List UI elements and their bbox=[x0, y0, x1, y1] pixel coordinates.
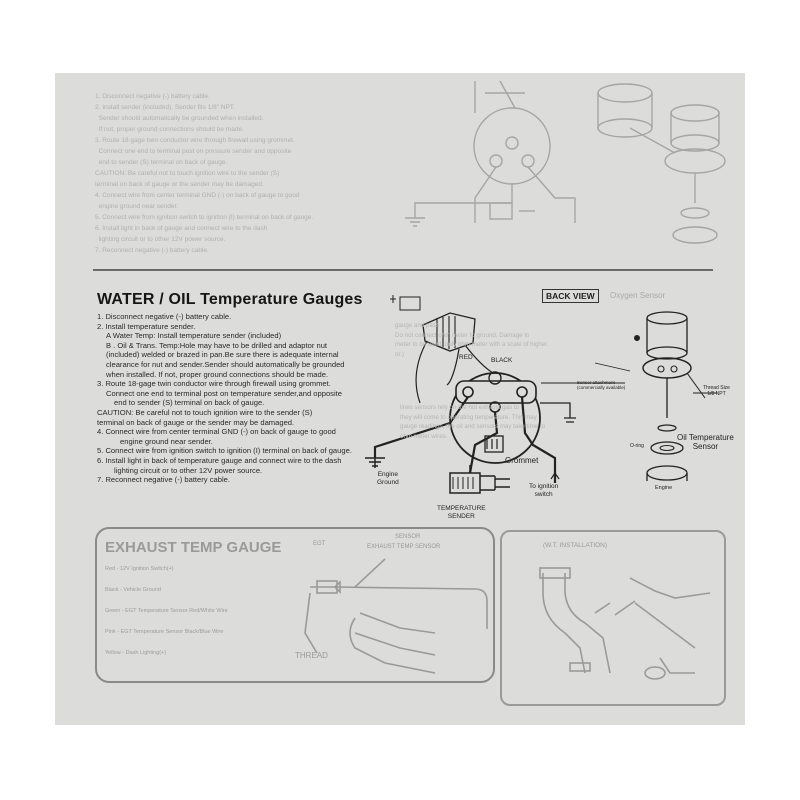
bleed-through-text-2: lines sensors rely on the hot exhaust ga… bbox=[400, 404, 546, 440]
engine-label: Engine bbox=[655, 485, 673, 491]
instruction-steps: 1. Disconnect negative (-) battery cable… bbox=[97, 312, 407, 485]
installation-section-frame bbox=[500, 530, 726, 706]
step-line: (included) welded or brazed in pan.Be su… bbox=[106, 350, 339, 360]
wire-item: Green - EGT Temperature Sensor Red/White… bbox=[105, 608, 228, 614]
ignition-switch-label: To ignition switch bbox=[529, 483, 559, 498]
grommet-label: Grommet bbox=[505, 456, 539, 465]
step-line: clearance for nut and sender.Sender shou… bbox=[106, 359, 345, 369]
installation-title: (W.T. INSTALLATION) bbox=[543, 542, 608, 549]
exhaust-section-frame bbox=[95, 527, 495, 683]
sensor-attachment-label: Sensor attachment (commercially availabl… bbox=[577, 380, 626, 390]
step-line: 4. Connect wire from center terminal GND… bbox=[97, 427, 336, 437]
black-wire-label: BLACK bbox=[491, 357, 513, 364]
engine-ground-label: Engine Ground bbox=[377, 471, 399, 486]
exhaust-diagram bbox=[304, 558, 711, 680]
exhaust-wire-list: Red - 12V Ignition Switch(+) Black - Veh… bbox=[105, 559, 228, 664]
egt-label: EGT bbox=[313, 541, 326, 547]
step-line: terminal on back of gauge or the sender … bbox=[97, 417, 295, 427]
wire-item: Pink - EGT Temperature Sensor Black/Blue… bbox=[105, 629, 224, 635]
wiring-diagrams bbox=[304, 80, 726, 680]
oil-temp-sensor-label: Oil Temperature Sensor bbox=[677, 433, 734, 451]
section-divider bbox=[93, 269, 713, 271]
faded-top-instructions: 1. Disconnect negative (-) battery cable… bbox=[95, 93, 314, 254]
wire-item: Red - 12V Ignition Switch(+) bbox=[105, 566, 174, 572]
wire-item: Yellow - Dash Lighting(+) bbox=[105, 650, 167, 656]
faded-top-diagram bbox=[405, 80, 726, 244]
back-view-label: BACK VIEW bbox=[542, 289, 599, 303]
red-wire-label: RED bbox=[459, 354, 473, 361]
main-wiring-diagram bbox=[365, 295, 717, 494]
wire-item: Black - Vehicle Ground bbox=[105, 587, 161, 593]
step-line: when installed. If not, proper ground co… bbox=[106, 369, 329, 379]
step-line: 1. Disconnect negative (-) battery cable… bbox=[97, 312, 232, 321]
thread-size-label: Thread Size 1/8 NPT bbox=[703, 385, 730, 397]
step-line: end to sender (S) terminal on back of ga… bbox=[114, 398, 265, 408]
page-title: WATER / OIL Temperature Gauges bbox=[97, 291, 363, 308]
thread-label: THREAD bbox=[295, 651, 328, 660]
oxygen-sensor-label: Oxygen Sensor bbox=[610, 291, 666, 300]
step-line: A Water Temp: Install temperature sender… bbox=[106, 331, 282, 341]
step-line: 3. Route 18-gage twin conductor wire thr… bbox=[97, 379, 331, 389]
instruction-sheet: 1. Disconnect negative (-) battery cable… bbox=[55, 73, 745, 725]
step-line: 6. Install light in back of temperature … bbox=[97, 455, 342, 465]
step-line: 5. Connect wire from ignition switch to … bbox=[97, 446, 352, 456]
step-line: B . Oil & Trans. Temp:Hole may have to b… bbox=[106, 340, 328, 350]
exhaust-sensor-label: EXHAUST TEMP SENSOR bbox=[367, 544, 441, 550]
step-line: 2. Install temperature sender. bbox=[97, 321, 196, 331]
temperature-sender-label: TEMPERATURE SENDER bbox=[437, 505, 486, 520]
step-line: lighting circuit or to other 12V power s… bbox=[114, 465, 263, 475]
o-ring-label: O-ring bbox=[630, 443, 644, 449]
sensor-label: SENSOR bbox=[395, 534, 421, 540]
step-line: CAUTION: Be careful not to touch ignitio… bbox=[97, 407, 313, 417]
exhaust-title: EXHAUST TEMP GAUGE bbox=[105, 539, 282, 556]
step-line: engine ground near sender. bbox=[120, 436, 213, 446]
step-line: 7. Reconnect negative (-) battery cable. bbox=[97, 475, 230, 485]
step-line: Connect one end to terminal post on temp… bbox=[106, 388, 342, 398]
